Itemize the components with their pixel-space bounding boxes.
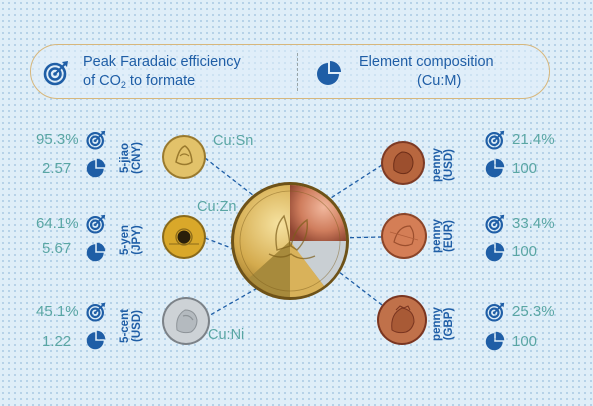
pie-chart-icon [86, 158, 106, 178]
jpy-coin-currency: (JPY) [131, 225, 143, 255]
usd-cent-ratio-value: 1.22 [42, 333, 72, 350]
target-icon [485, 302, 505, 322]
connector-eur-penny [334, 236, 383, 239]
gbp-penny-coin [377, 295, 427, 345]
usd-penny-efficiency-value: 21.4% [512, 131, 555, 148]
gbp-penny-ratio-value: 100 [512, 333, 538, 350]
pie-chart-icon [485, 331, 505, 351]
usd-5-cent-coin [162, 297, 210, 345]
target-icon [86, 302, 106, 322]
jpy-ratio-value: 5.67 [42, 240, 72, 257]
connector-gbp-penny [329, 264, 383, 306]
target-icon [43, 61, 68, 86]
legend-composition-line2: (Cu:M) [417, 73, 462, 89]
usd-cent-alloy-label: Cu:Ni [208, 327, 245, 343]
target-icon [86, 130, 106, 150]
cny-coin-currency: (CNY) [131, 142, 143, 174]
jpy-efficiency-value: 64.1% [36, 215, 79, 232]
cny-efficiency-value: 95.3% [36, 131, 79, 148]
jpy-coin-label: 5-yen (JPY) [119, 210, 143, 270]
legend-efficiency-line2: of CO2 to formate [83, 72, 241, 95]
eur-penny-coin-currency: (EUR) [443, 220, 455, 252]
gbp-penny-coin-label: penny (GBP) [431, 294, 455, 354]
pie-chart-icon [485, 158, 505, 178]
pie-chart-icon [485, 242, 505, 262]
usd-cent-coin-currency: (USD) [131, 310, 143, 342]
eur-penny-efficiency-value: 33.4% [512, 215, 555, 232]
usd-penny-coin-currency: (USD) [443, 149, 455, 181]
usd-cent-coin-label: 5-cent (USD) [119, 296, 143, 356]
target-icon [485, 214, 505, 234]
cny-coin-label: 5-jiao (CNY) [119, 128, 143, 188]
usd-cent-efficiency-value: 45.1% [36, 303, 79, 320]
jpy-5-yen-coin [162, 215, 206, 259]
cny-5-jiao-coin [162, 135, 206, 179]
usd-penny-coin [381, 141, 425, 185]
cny-alloy-label: Cu:Sn [213, 133, 254, 149]
target-icon [86, 214, 106, 234]
cny-ratio-value: 2.57 [42, 160, 72, 177]
legend-efficiency-post: to formate [125, 73, 196, 89]
composite-coin [231, 182, 349, 300]
pie-chart-icon [86, 330, 106, 350]
connector-cny [204, 157, 277, 214]
jpy-alloy-label: Cu:Zn [197, 199, 237, 215]
legend-composition-line1: Element composition [359, 54, 494, 70]
usd-cent-coin-name: 5-cent [119, 309, 131, 343]
gbp-penny-coin-currency: (GBP) [443, 307, 455, 341]
eur-penny-coin-name: penny [431, 219, 443, 253]
usd-penny-ratio-value: 100 [512, 160, 538, 177]
legend-panel: Peak Faradaic efficiency of CO2 to forma… [30, 44, 550, 99]
legend-efficiency-line1: Peak Faradaic efficiency [83, 54, 241, 70]
target-icon [485, 130, 505, 150]
connector-usd-cent [204, 281, 269, 319]
eur-penny-ratio-value: 100 [512, 243, 538, 260]
legend-efficiency-sub: 2 [120, 80, 126, 90]
legend-divider [297, 53, 298, 91]
gbp-penny-coin-name: penny [431, 307, 443, 341]
eur-penny-coin-label: penny (EUR) [431, 206, 455, 266]
usd-penny-coin-label: penny (USD) [431, 135, 455, 195]
jpy-coin-name: 5-yen [119, 224, 131, 256]
cny-coin-name: 5-jiao [119, 142, 131, 174]
pie-chart-icon [317, 61, 341, 85]
pie-chart-icon [86, 242, 106, 262]
gbp-penny-efficiency-value: 25.3% [512, 303, 555, 320]
connector-usd-penny [319, 164, 383, 206]
usd-penny-coin-name: penny [431, 148, 443, 182]
eur-penny-coin [381, 213, 427, 259]
legend-efficiency-pre: of CO [83, 73, 121, 89]
